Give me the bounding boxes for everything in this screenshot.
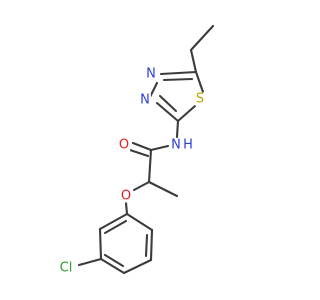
atom-label-background [182, 138, 194, 152]
bond-nh-carbonyl [149, 144, 170, 152]
bond-ph-c6-c1 [98, 212, 129, 231]
atom-o-ether: O [121, 189, 131, 204]
bond-ch-oether [132, 180, 151, 192]
bond-s-c5 [194, 70, 205, 94]
bond-carbonyl-ch [147, 148, 153, 184]
bond-c2-nh [175, 119, 180, 139]
atom-s-thiadiazole: S [196, 92, 204, 107]
atom-h-amide: H [183, 138, 193, 153]
atom-label-background [117, 138, 131, 152]
bond-c5-n4-double-b [162, 77, 194, 82]
bond-n4-n3 [148, 81, 159, 99]
bond-ph-c2-c3 [149, 228, 154, 262]
bond-c5-n4-double-a [159, 70, 198, 76]
bond-c2-s [176, 104, 197, 123]
atom-label-background [58, 261, 74, 275]
bond-ethyl-ch2 [189, 48, 198, 74]
bond-ph-inner-3 [103, 219, 128, 235]
bond-ch-methyl [147, 180, 179, 198]
bond-ph-c5-c6 [98, 227, 103, 261]
atom-label-background [170, 138, 182, 152]
molecule-structure: N N S N H O O Cl [58, 24, 215, 276]
atom-label-background [139, 93, 151, 107]
bond-co-double-a [131, 141, 153, 152]
atom-cl: Cl [60, 261, 73, 276]
bond-ethyl-ch3 [189, 24, 215, 52]
bond-n3-c2-double-a [155, 101, 180, 123]
atom-n-amide: N [171, 138, 181, 153]
bond-n3-c2-double-b [158, 94, 178, 113]
atom-label-background [119, 189, 133, 203]
bond-ph-c3-c4 [122, 258, 153, 275]
atom-n-thiadiazole-2: N [140, 93, 150, 108]
bond-ph-inner-2 [103, 253, 125, 268]
bond-ph-cl [77, 257, 103, 267]
bond-ph-inner-1 [144, 233, 149, 258]
bond-ph-c1-c2 [125, 212, 154, 232]
bond-oether-phenyl [124, 201, 129, 216]
atom-label-background [145, 67, 157, 81]
atom-labels: N N S N H O O Cl [58, 67, 206, 276]
bonds [77, 24, 215, 275]
bond-co-double-b [128, 148, 150, 158]
atom-n-thiadiazole-1: N [146, 67, 156, 82]
atom-label-background [194, 92, 206, 106]
atom-o-carbonyl: O [119, 138, 129, 153]
bond-ph-c4-c5 [99, 257, 126, 275]
